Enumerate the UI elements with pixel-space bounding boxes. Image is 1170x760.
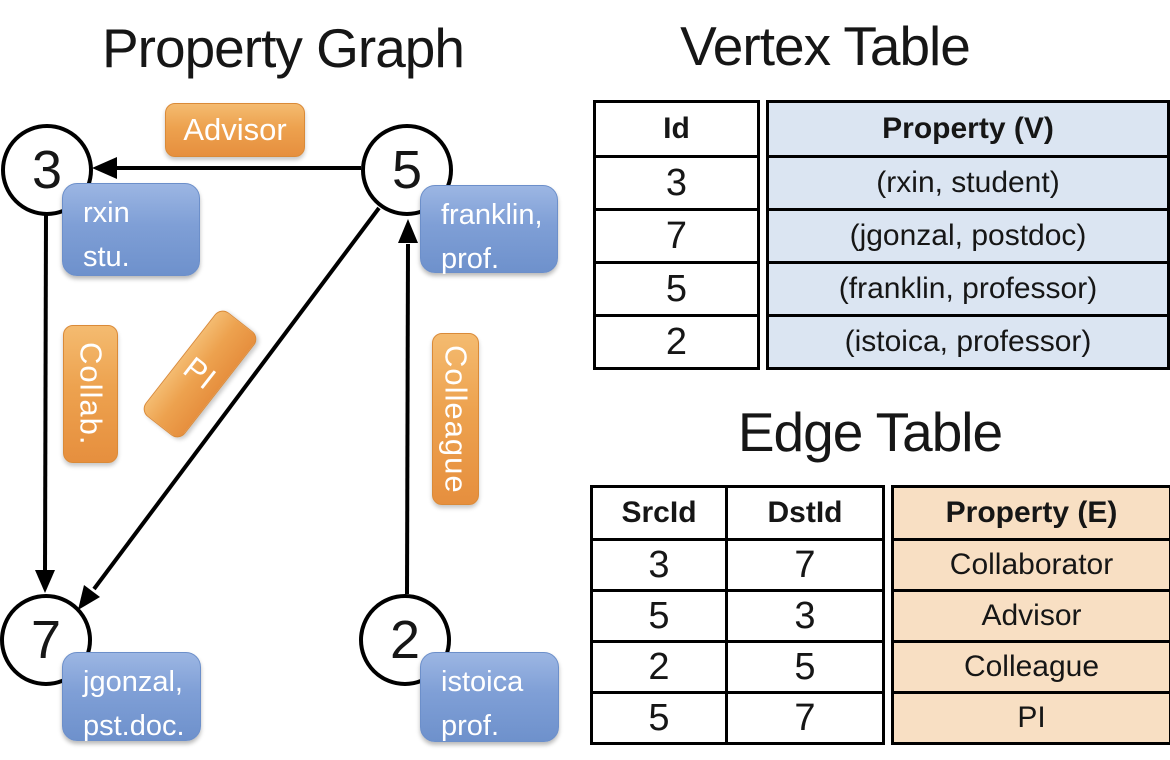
edge-advisor-5-to-3 xyxy=(92,157,361,179)
table-row: (rxin, student) xyxy=(766,155,1170,211)
edge-label-text: Advisor xyxy=(183,112,287,147)
table-row: 5 3 xyxy=(590,589,885,643)
vertex-property-line: rxin xyxy=(83,197,130,229)
edge-dst-cell: 7 xyxy=(725,538,885,592)
edge-table: SrcId DstId 3 7 5 3 2 5 5 7 Property (E)… xyxy=(590,485,1170,745)
table-row: 5 xyxy=(593,261,760,317)
property-graph-title: Property Graph xyxy=(101,17,465,79)
vertex-property-line: prof. xyxy=(441,709,500,742)
vertex-property-box-3: rxin stu. xyxy=(62,183,200,276)
vertex-id-cell: 3 xyxy=(593,155,760,211)
vertex-node-2-id: 2 xyxy=(389,610,421,670)
table-row: 3 7 xyxy=(590,538,885,592)
vertex-node-5-id: 5 xyxy=(391,140,423,200)
edge-src-cell: 3 xyxy=(590,538,728,592)
vertex-node-3: 3 xyxy=(1,124,93,216)
table-header-row: SrcId DstId xyxy=(590,485,885,541)
table-row: 2 xyxy=(593,314,760,370)
table-row: 7 xyxy=(593,208,760,264)
edge-label-collab: Collab. xyxy=(63,325,118,463)
edge-label-colleague: Colleague xyxy=(432,333,479,505)
table-row: PI xyxy=(891,691,1170,745)
vertex-property-line: jgonzal, xyxy=(83,666,183,698)
vertex-property-line: stu. xyxy=(83,240,130,273)
edge-colleague-2-to-5 xyxy=(398,219,418,595)
vertex-property-box-5: franklin, prof. xyxy=(420,185,558,275)
table-row: 5 7 xyxy=(590,691,885,745)
vertex-property-cell: (istoica, professor) xyxy=(766,314,1170,370)
table-row: 2 5 xyxy=(590,640,885,694)
table-row: Collaborator xyxy=(891,538,1170,592)
vertex-property-cell: (jgonzal, postdoc) xyxy=(766,208,1170,264)
vertex-node-7-id: 7 xyxy=(30,610,62,670)
vertex-table-id-column: Id 3 7 5 2 xyxy=(593,100,760,370)
edge-table-srcid-header: SrcId xyxy=(590,485,728,541)
edge-property-cell: Collaborator xyxy=(891,538,1170,592)
edge-src-cell: 5 xyxy=(590,589,728,643)
edge-property-cell: PI xyxy=(891,691,1170,745)
edge-label-text: Collab. xyxy=(73,342,109,446)
table-row: 3 xyxy=(593,155,760,211)
table-row: Colleague xyxy=(891,640,1170,694)
edge-label-advisor: Advisor xyxy=(165,103,305,157)
edge-label-text: PI xyxy=(177,350,224,398)
edge-dst-cell: 7 xyxy=(725,691,885,745)
vertex-node-3-id: 3 xyxy=(31,140,63,200)
vertex-table-id-header: Id xyxy=(593,100,760,158)
vertex-table-property-header: Property (V) xyxy=(766,100,1170,158)
table-row: (istoica, professor) xyxy=(766,314,1170,370)
edge-table-src-dst-columns: SrcId DstId 3 7 5 3 2 5 5 7 xyxy=(590,485,885,745)
vertex-property-cell: (franklin, professor) xyxy=(766,261,1170,317)
vertex-id-cell: 2 xyxy=(593,314,760,370)
vertex-property-line: prof. xyxy=(441,242,500,275)
vertex-property-line: pst.doc. xyxy=(83,709,185,742)
edge-table-dstid-header: DstId xyxy=(725,485,885,541)
edge-property-cell: Advisor xyxy=(891,589,1170,643)
vertex-table-property-column: Property (V) (rxin, student) (jgonzal, p… xyxy=(766,100,1170,370)
table-header-row: Property (E) xyxy=(891,485,1170,541)
vertex-property-box-2: istoica prof. xyxy=(420,652,559,742)
table-header-row: Id xyxy=(593,100,760,158)
vertex-property-line: istoica xyxy=(441,666,524,698)
vertex-id-cell: 5 xyxy=(593,261,760,317)
table-header-row: Property (V) xyxy=(766,100,1170,158)
edge-pi-5-to-7 xyxy=(78,206,381,610)
edge-table-title: Edge Table xyxy=(737,401,1003,463)
vertex-property-cell: (rxin, student) xyxy=(766,155,1170,211)
edge-table-property-header: Property (E) xyxy=(891,485,1170,541)
vertex-table-title: Vertex Table xyxy=(680,15,971,77)
edge-property-cell: Colleague xyxy=(891,640,1170,694)
edge-label-text: Colleague xyxy=(438,344,474,494)
edge-dst-cell: 3 xyxy=(725,589,885,643)
vertex-table: Id 3 7 5 2 Property (V) (rxin, student) … xyxy=(593,100,1170,370)
table-row: Advisor xyxy=(891,589,1170,643)
table-row: (jgonzal, postdoc) xyxy=(766,208,1170,264)
vertex-property-line: franklin, xyxy=(441,199,543,231)
edge-src-cell: 2 xyxy=(590,640,728,694)
edge-dst-cell: 5 xyxy=(725,640,885,694)
edge-collab-3-to-7 xyxy=(35,213,55,593)
vertex-id-cell: 7 xyxy=(593,208,760,264)
vertex-node-2: 2 xyxy=(359,594,451,686)
vertex-property-box-7: jgonzal, pst.doc. xyxy=(62,652,201,742)
edge-src-cell: 5 xyxy=(590,691,728,745)
table-row: (franklin, professor) xyxy=(766,261,1170,317)
edge-table-property-column: Property (E) Collaborator Advisor Collea… xyxy=(891,485,1170,745)
